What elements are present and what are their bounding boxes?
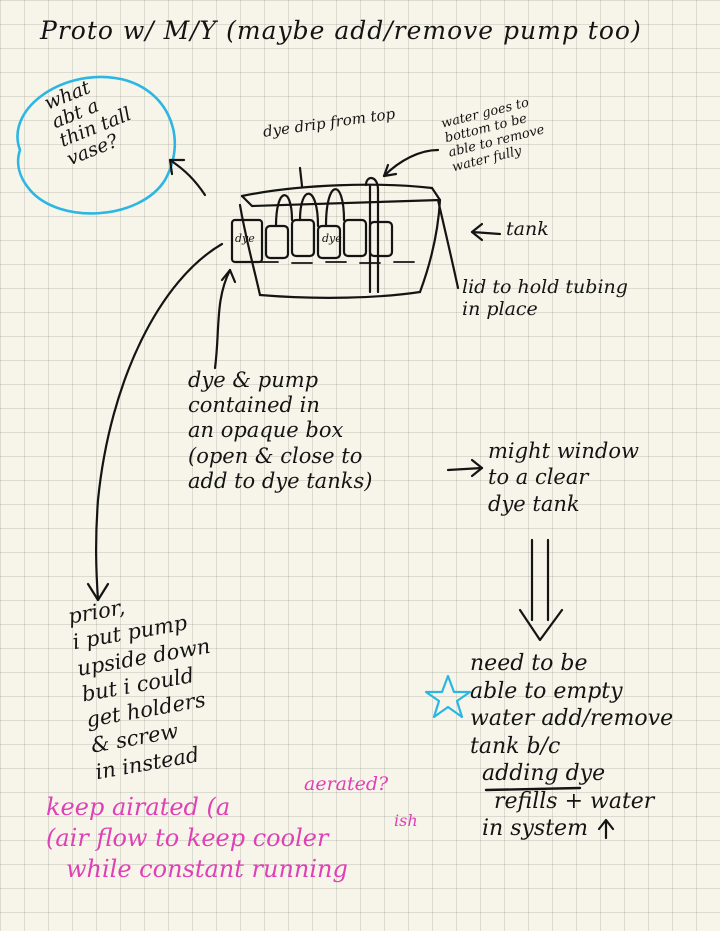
dye-tank-1	[264, 224, 290, 260]
arrow-to-window	[446, 466, 484, 472]
tank-label: tank	[506, 218, 549, 240]
empty-note-line2: able to empty	[470, 678, 623, 704]
lid-pointer	[436, 198, 460, 290]
bubble-note: what abt a thin tall vase?	[41, 76, 135, 171]
keep-line3: while constant running	[66, 855, 348, 884]
struck-word: adding	[482, 761, 559, 786]
empty-note-line1: need to be	[470, 651, 588, 676]
tubing-1	[274, 194, 294, 228]
page-title: Proto w/ M/Y (maybe add/remove pump too)	[40, 16, 642, 45]
dye-drip-pointer	[298, 166, 304, 188]
empty-note-line5-rest: dye	[558, 761, 606, 786]
water-goes-pointer	[382, 148, 440, 178]
aerated-insert: aerated?	[304, 773, 389, 795]
blue-star-icon	[424, 674, 472, 719]
arrow-dye-pump-head	[220, 268, 237, 284]
dye-drip-label: dye drip from top	[261, 104, 397, 141]
window-note: might window to a clear dye tank	[488, 439, 639, 516]
dye-tank-4	[342, 218, 368, 258]
tank-rim	[240, 186, 442, 208]
water-goes-pointer-head	[382, 163, 398, 178]
arrow-to-bubble-head	[168, 158, 186, 176]
dye-tank-5	[368, 220, 394, 258]
empty-note-line5: adding dye	[470, 760, 715, 788]
empty-note-line3: water add/remove	[470, 706, 674, 731]
keep-line1-text: keep airated (a	[46, 793, 231, 821]
empty-note-line4: tank b/c	[470, 733, 561, 759]
dye-label-1: dye	[235, 232, 255, 245]
keep-airated-note: keep airated (a aerated? (air flow to ke…	[46, 773, 446, 886]
dye-label-2: dye	[322, 232, 342, 245]
tank-bottom	[258, 290, 422, 299]
double-arrow-shaft	[530, 538, 550, 622]
tank-water-line	[257, 261, 415, 264]
arrow-to-bubble	[168, 158, 207, 197]
tank-arrow	[470, 230, 502, 236]
dye-tank-2	[290, 218, 316, 258]
ish-text: ish	[394, 811, 418, 831]
arrow-to-window-head	[470, 458, 484, 478]
double-arrow-head	[518, 608, 564, 642]
tank-lid	[240, 183, 434, 198]
tubing-4	[364, 177, 380, 294]
tank-right-wall	[418, 198, 442, 294]
keep-line1: keep airated (a aerated?	[46, 773, 446, 823]
dye-pump-note: dye & pump contained in an opaque box (o…	[188, 368, 373, 493]
arrow-dye-pump-to-box	[213, 268, 232, 370]
tank-left-wall	[238, 203, 262, 297]
empty-note: need to be able to empty water add/remov…	[470, 650, 715, 843]
tank-arrow-head	[470, 222, 484, 242]
empty-note-line7: in system	[482, 816, 588, 841]
empty-note-line6: refills + water	[494, 788, 655, 814]
water-goes-label: water goes to bottom to be able to remov…	[439, 95, 547, 176]
lid-label: lid to hold tubing in place	[462, 276, 628, 321]
keep-line2: (air flow to keep cooler ish	[46, 811, 446, 854]
prior-note: prior, i put pump upside down but i coul…	[66, 595, 213, 784]
tubing-3	[324, 188, 346, 228]
tubing-2	[298, 192, 320, 228]
keep-line2-text: (air flow to keep cooler	[46, 824, 329, 853]
